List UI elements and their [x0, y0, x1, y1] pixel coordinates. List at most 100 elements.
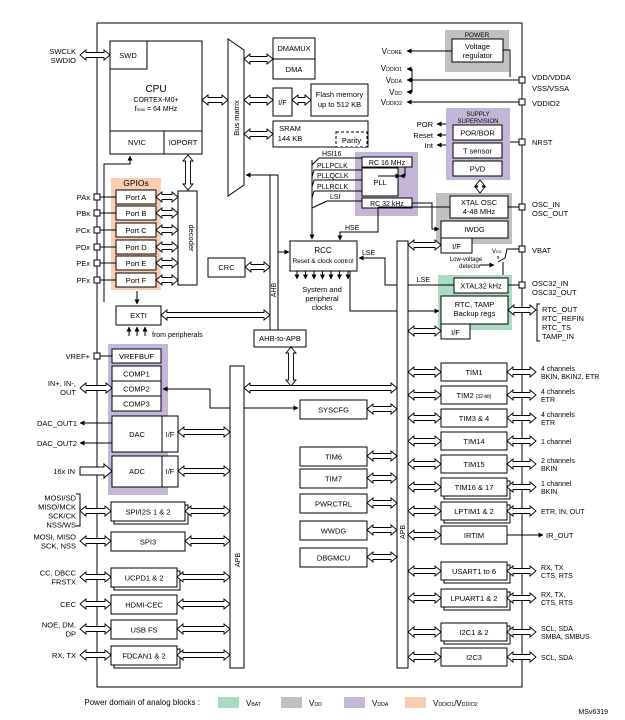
pin-label: VBAT — [532, 246, 551, 255]
label: SUPPLY — [466, 112, 489, 118]
label: Port B — [126, 209, 147, 218]
apb-link-arrow — [243, 382, 398, 394]
gpio-pin — [93, 243, 101, 251]
label: DMA — [286, 65, 303, 74]
label: T sensor — [463, 147, 493, 156]
label: Parity — [342, 136, 361, 145]
bidirectional-bus-arrow — [79, 598, 112, 610]
flash-if-block — [272, 87, 293, 117]
label: BKIN, BKIN2, ETR — [541, 374, 599, 381]
pll-block — [361, 167, 399, 197]
power-title: POWER — [465, 32, 490, 39]
label: UCPD1 & 2 — [125, 574, 164, 583]
clock-line — [311, 179, 315, 188]
label: 1 channel — [541, 481, 572, 488]
dma-block — [272, 58, 316, 80]
label: SYSCFG — [318, 406, 349, 415]
label: PBx — [76, 209, 90, 218]
label: Low-voltage — [450, 257, 483, 263]
label: 4 channels — [541, 389, 575, 396]
vbat-wire — [504, 248, 522, 259]
bidirectional-bus-arrow — [407, 626, 442, 638]
rtc-block — [440, 295, 509, 325]
label: PDx — [76, 243, 90, 252]
label: LSE — [362, 250, 376, 257]
ahb-to-apb-bridge — [253, 329, 307, 348]
label: VDDIO1 — [381, 64, 402, 73]
bidirectional-bus-arrow — [176, 649, 231, 661]
label: MISO/MCK — [38, 503, 76, 512]
gpio-pin — [93, 226, 101, 234]
peripheral-name: TIM1 — [465, 368, 482, 377]
bus-matrix — [227, 38, 245, 197]
bidirectional-bus-arrow — [407, 389, 442, 401]
switch — [497, 257, 506, 263]
ahb-bus — [269, 174, 279, 331]
label: 144 KB — [278, 134, 303, 143]
label: RTC, TAMP — [455, 300, 495, 309]
label: peripheral — [305, 294, 339, 303]
bidirectional-bus-arrow — [366, 497, 398, 509]
label: I/F — [278, 98, 287, 107]
label: COMP2 — [123, 385, 150, 394]
bidirectional-bus-arrow — [79, 535, 112, 547]
label: MOSI, MISO — [33, 533, 76, 542]
bidirectional-bus-arrow — [506, 565, 537, 577]
rc16-pll-wire — [399, 167, 406, 179]
bidirectional-bus-arrow — [506, 458, 537, 470]
bidirectional-bus-arrow — [506, 481, 537, 493]
comp-io-arrow — [79, 382, 113, 394]
apb-label: APB — [235, 553, 242, 567]
label: SWDIO — [51, 56, 77, 65]
clock-line — [311, 157, 320, 166]
label: ETR — [541, 420, 555, 427]
label: Port A — [126, 193, 146, 202]
label: clocks — [312, 303, 333, 312]
bidirectional-bus-arrow — [407, 366, 442, 378]
decoder-block — [177, 190, 198, 286]
dac-if-block — [161, 415, 179, 453]
peripheral-name: TIM15 — [463, 460, 484, 469]
bidirectional-bus-arrow — [506, 626, 537, 638]
label: RCC — [314, 246, 332, 255]
bidirectional-bus-arrow — [407, 505, 442, 517]
peripheral-name: TIM14 — [463, 437, 484, 446]
bidirectional-bus-arrow — [243, 128, 274, 140]
bidirectional-bus-arrow — [506, 389, 537, 401]
label-sub: CORE — [387, 50, 403, 56]
gpio-pin — [93, 209, 101, 217]
label: IN+, IN-, — [48, 379, 76, 388]
bidirectional-bus-arrow — [407, 565, 442, 577]
label: MOSI/SD — [44, 494, 76, 503]
bidirectional-bus-arrow — [184, 535, 231, 547]
rcc-rtc-wire — [349, 271, 440, 314]
pin-label: TAMP_IN — [542, 332, 574, 341]
legend-title: Power domain of analog blocks : — [84, 698, 200, 707]
label: TIM6 — [325, 453, 342, 462]
pin-pad — [518, 245, 526, 253]
bidirectional-bus-arrow — [79, 623, 112, 635]
label: RX, TX, — [541, 592, 565, 599]
label: RX, TX — [541, 565, 564, 572]
bidirectional-bus-arrow — [176, 571, 231, 583]
label-main: V — [433, 699, 439, 708]
label: VREF+ — [66, 352, 91, 361]
label: FRSTX — [51, 578, 76, 587]
label: Backup regs — [454, 309, 496, 318]
comp-apb-wire — [162, 386, 230, 409]
pin-pad — [93, 352, 101, 360]
label: HDMI-CEC — [125, 601, 163, 610]
label: Reset — [413, 131, 434, 140]
label: 1 channel — [541, 439, 572, 446]
label: SCL, SDA — [541, 655, 573, 662]
bidirectional-bus-arrow — [366, 450, 398, 462]
label: PLL — [373, 178, 386, 187]
label-sub: DDIO1 — [438, 702, 454, 708]
label: SPI/I2S 1 & 2 — [125, 508, 170, 517]
label: COMP3 — [123, 400, 150, 409]
bidirectional-bus-arrow — [506, 412, 537, 424]
label: ETR, IN, OUT — [541, 509, 585, 516]
label-sub: DD — [395, 91, 403, 97]
clock-line — [311, 190, 315, 199]
label-sub: BAT — [251, 702, 262, 708]
